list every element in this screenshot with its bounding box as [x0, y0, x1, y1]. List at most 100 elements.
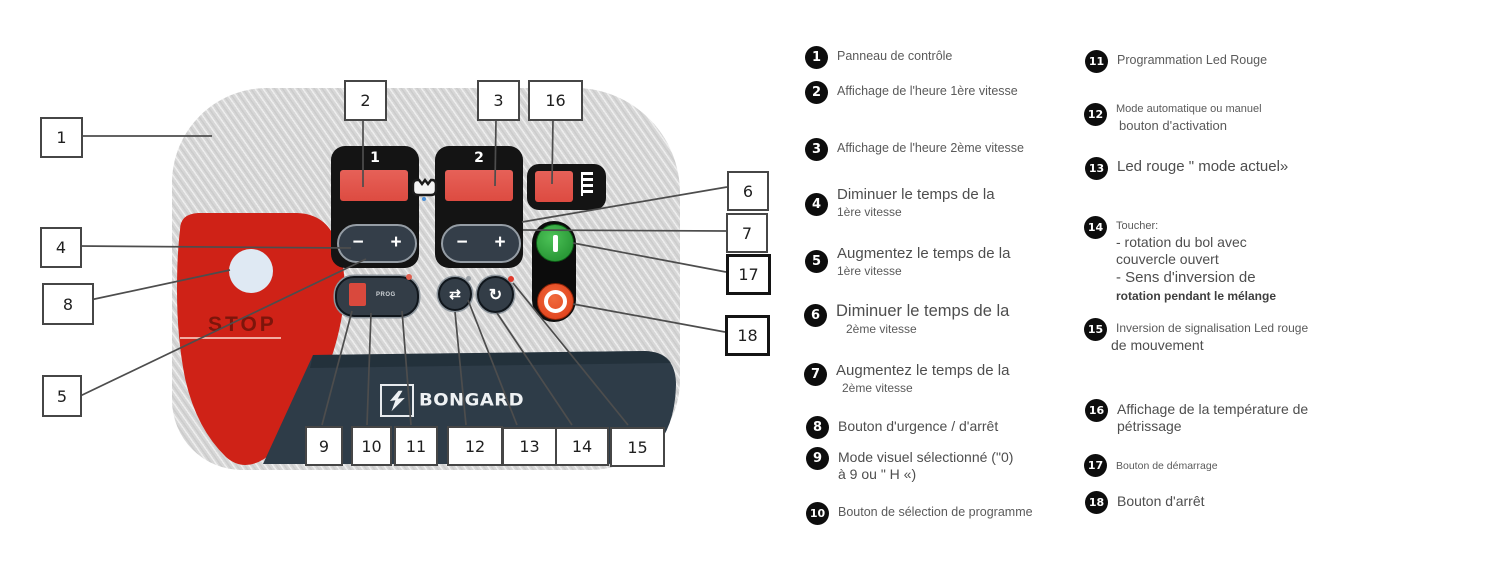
legend-item-9: 9 Mode visuel sélectionné ("0) à 9 ou " … — [806, 447, 1013, 483]
legend-item-12: 12 Mode automatique ou manuel bouton d'a… — [1084, 99, 1262, 134]
legend-item-7: 7 Augmentez le temps de la 2ème vitesse — [804, 359, 1009, 397]
legend-text: Bouton d'arrêt — [1117, 493, 1205, 509]
legend-item-14: 14 Toucher: - rotation du bol avec couve… — [1084, 216, 1276, 305]
module1-label: 1 — [370, 150, 380, 166]
legend-text: Affichage de la température de — [1117, 401, 1309, 417]
callout-14: 14 — [555, 427, 609, 466]
stop-button — [537, 283, 574, 320]
legend-text: Diminuer le temps de la — [837, 186, 995, 203]
legend-item-11: 11 Programmation Led Rouge — [1085, 50, 1267, 73]
legend-text: Panneau de contrôle — [837, 49, 953, 63]
legend-item-1: 1 Panneau de contrôle — [805, 46, 952, 69]
callout-10: 10 — [351, 426, 392, 466]
legend-text: Mode automatique ou manuel — [1116, 103, 1262, 115]
legend-number-7: 7 — [804, 363, 827, 386]
legend-item-4: 4 Diminuer le temps de la 1ère vitesse — [805, 183, 995, 221]
start-button — [536, 224, 574, 262]
bongard-logo: BONGARD — [380, 384, 524, 417]
legend-number-18: 18 — [1085, 491, 1108, 514]
callout-13: 13 — [502, 427, 557, 466]
legend-text: Programmation Led Rouge — [1117, 53, 1268, 67]
legend-item-5: 5 Augmentez le temps de la 1ère vitesse — [805, 242, 1010, 280]
minus-button-speed2: − — [456, 232, 468, 253]
legend-text: couvercle ouvert — [1116, 251, 1219, 267]
start-stop-pill — [532, 221, 576, 322]
legend-number-6: 6 — [804, 304, 827, 327]
legend-text: bouton d'activation — [1119, 118, 1228, 133]
speed1-adjust-pill: − + — [337, 224, 417, 263]
legend-number-1: 1 — [805, 46, 828, 69]
legend-text: Bouton de démarrage — [1116, 460, 1218, 472]
legend-number-14: 14 — [1084, 216, 1107, 239]
legend-text: à 9 ou " H «) — [838, 466, 917, 482]
legend-text: 1ère vitesse — [837, 205, 902, 219]
brand-name: BONGARD — [419, 390, 525, 411]
legend-text: Inversion de signalisation Led rouge — [1116, 321, 1309, 335]
callout-2: 2 — [344, 80, 387, 121]
legend-text: rotation pendant le mélange — [1116, 289, 1277, 303]
plus-button-speed1: + — [390, 232, 402, 253]
legend-item-13: 13 Led rouge " mode actuel» — [1085, 157, 1288, 180]
legend-item-10: 10 Bouton de sélection de programme — [806, 502, 1033, 525]
minus-button-speed1: − — [352, 232, 364, 253]
current-mode-red-led — [466, 276, 471, 281]
callout-4: 4 — [40, 227, 82, 268]
legend-text: Diminuer le temps de la — [836, 302, 1010, 320]
callout-9: 9 — [305, 426, 343, 466]
legend-number-3: 3 — [805, 138, 828, 161]
callout-12: 12 — [447, 426, 503, 466]
legend-number-2: 2 — [805, 81, 828, 104]
module2-label: 2 — [474, 150, 484, 166]
legend-item-18: 18 Bouton d'arrêt — [1085, 491, 1205, 514]
callout-7: 7 — [726, 213, 768, 253]
callout-1: 1 — [40, 117, 83, 158]
callout-17: 17 — [726, 254, 771, 295]
program-select-button: PROG — [335, 276, 419, 317]
legend-item-6: 6 Diminuer le temps de la 2ème vitesse — [804, 299, 1009, 338]
callout-3: 3 — [477, 80, 520, 121]
callout-16: 16 — [528, 80, 583, 121]
auto-manual-button: ⇄ — [438, 277, 472, 311]
legend-text: Affichage de l'heure 1ère vitesse — [837, 84, 1018, 98]
legend-number-17: 17 — [1084, 454, 1107, 477]
legend-text: 2ème vitesse — [842, 381, 913, 395]
legend-text: - Sens d'inversion de — [1116, 269, 1256, 286]
legend-text: Mode visuel sélectionné ("0) — [838, 449, 1014, 465]
legend-number-8: 8 — [806, 416, 829, 439]
callout-8: 8 — [42, 283, 94, 325]
programming-red-led — [406, 274, 412, 280]
legend-item-3: 3 Affichage de l'heure 2ème vitesse — [805, 138, 1024, 161]
legend-text: de mouvement — [1111, 337, 1204, 353]
legend-text: Bouton d'urgence / d'arrêt — [838, 418, 999, 434]
plus-button-speed2: + — [494, 232, 506, 253]
legend-item-15: 15 Inversion de signalisation Led rouge … — [1084, 318, 1308, 354]
rotation-icon: ↻ — [488, 286, 503, 304]
brand-mark-icon — [380, 384, 414, 417]
legend-text: Augmentez le temps de la — [837, 245, 1011, 262]
stop-underline — [180, 337, 281, 339]
legend-item-8: 8 Bouton d'urgence / d'arrêt — [806, 416, 998, 439]
callout-15: 15 — [610, 427, 665, 467]
legend-text: Toucher: — [1116, 220, 1159, 232]
legend-text: 2ème vitesse — [846, 322, 917, 336]
legend-number-5: 5 — [805, 250, 828, 273]
callout-6: 6 — [727, 171, 769, 211]
emergency-stop-button — [229, 249, 273, 293]
legend-text: Affichage de l'heure 2ème vitesse — [837, 141, 1024, 155]
callout-11: 11 — [394, 426, 438, 466]
legend-text: Bouton de sélection de programme — [838, 505, 1033, 519]
speed2-time-display — [445, 170, 513, 201]
mode-visual-display — [349, 283, 366, 306]
legend-number-11: 11 — [1085, 50, 1108, 73]
prog-label: PROG — [376, 292, 396, 298]
thermometer-icon — [581, 172, 593, 196]
speed2-adjust-pill: − + — [441, 224, 521, 263]
legend-text: Led rouge " mode actuel» — [1117, 158, 1289, 175]
legend-item-2: 2 Affichage de l'heure 1ère vitesse — [805, 81, 1018, 104]
speed1-time-display — [340, 170, 408, 201]
legend-text: pétrissage — [1117, 418, 1182, 434]
legend-number-12: 12 — [1084, 103, 1107, 126]
callout-18: 18 — [725, 315, 770, 356]
stop-label: STOP — [208, 313, 277, 336]
